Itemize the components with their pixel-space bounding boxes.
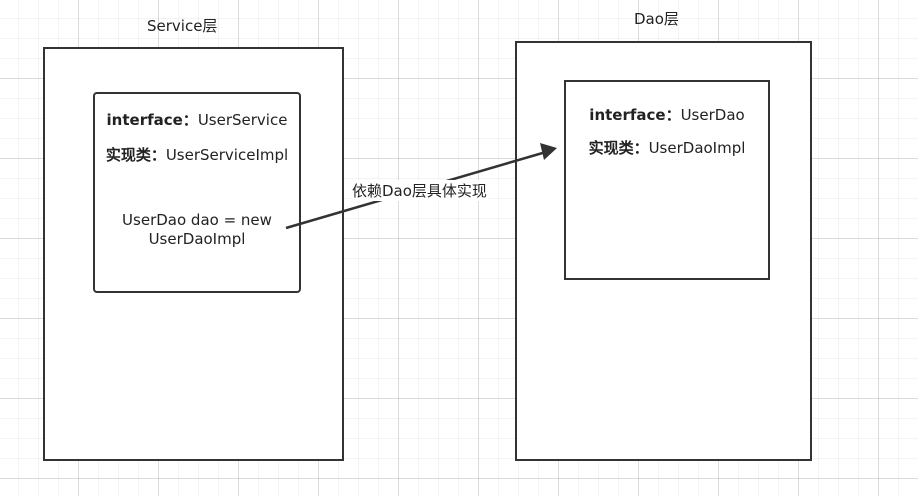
user-dao-box[interactable] <box>564 80 770 280</box>
dao-interface-value: UserDao <box>680 106 745 124</box>
service-impl-key: 实现类： <box>105 146 166 164</box>
dao-interface-line: interface：UserDao <box>564 106 770 125</box>
service-impl-value: UserServiceImpl <box>165 146 289 164</box>
dao-impl-key: 实现类： <box>588 139 649 157</box>
service-impl-line: 实现类：UserServiceImpl <box>93 146 301 165</box>
dao-interface-key: interface： <box>589 106 681 124</box>
service-interface-value: UserService <box>197 111 288 129</box>
service-layer-title: Service层 <box>147 17 218 35</box>
service-code-line-1: UserDao dao = new <box>122 211 272 229</box>
service-interface-key: interface： <box>106 111 198 129</box>
dependency-arrow-head <box>540 143 557 160</box>
dao-impl-value: UserDaoImpl <box>648 139 746 157</box>
service-code-line-2: UserDaoImpl <box>148 230 246 248</box>
user-service-box[interactable] <box>93 92 301 293</box>
dependency-arrow-label: 依赖Dao层具体实现 <box>351 180 488 201</box>
dao-layer-title: Dao层 <box>634 10 679 28</box>
dao-impl-line: 实现类：UserDaoImpl <box>564 139 770 158</box>
service-interface-line: interface：UserService <box>93 111 301 130</box>
